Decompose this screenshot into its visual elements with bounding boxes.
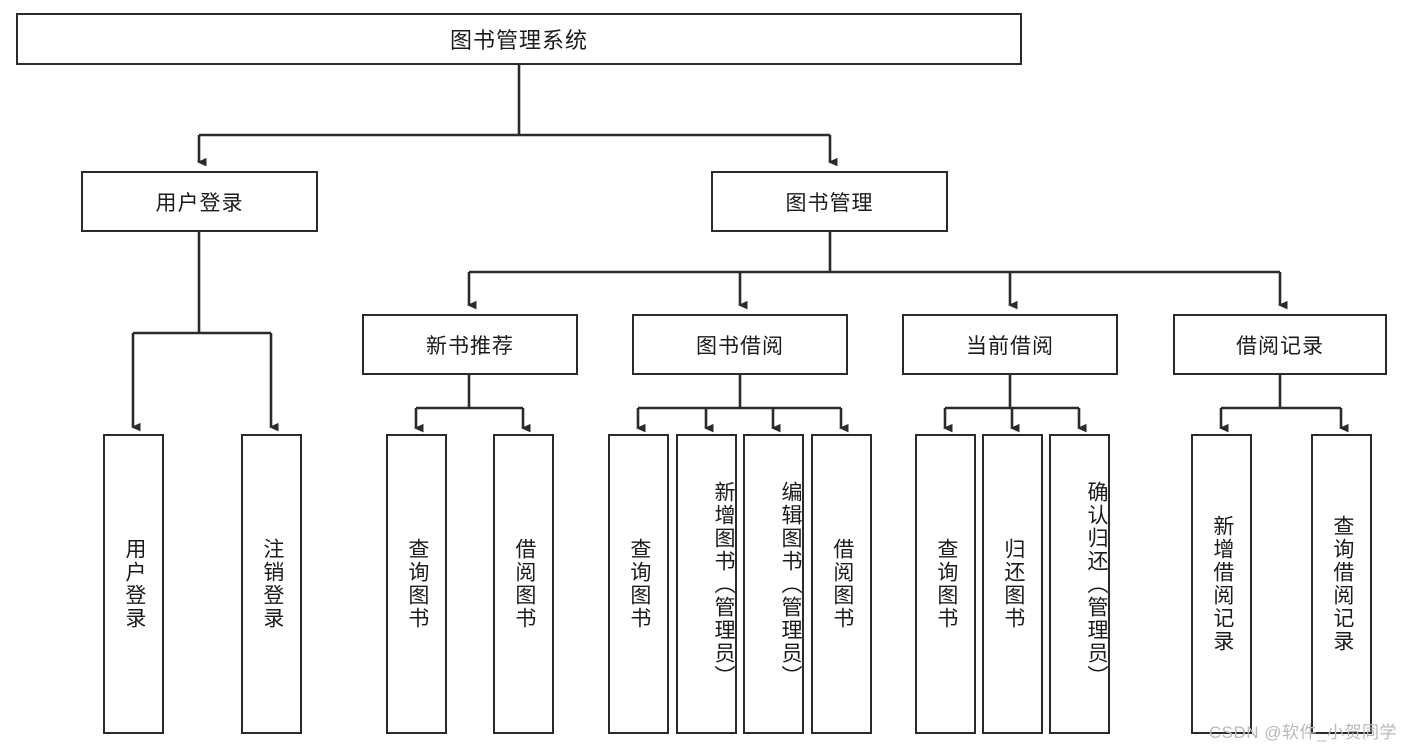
- node-user-login[interactable]: 用户登录: [81, 171, 318, 232]
- node-current-borrow[interactable]: 当前借阅: [902, 314, 1118, 375]
- node-label: 用户登录: [155, 191, 244, 215]
- node-label: 当前借阅: [966, 334, 1054, 358]
- node-label: 新书推荐: [426, 334, 514, 358]
- leaf-query-book-1[interactable]: 查询图书: [386, 434, 447, 734]
- node-book-borrow[interactable]: 图书借阅: [632, 314, 848, 375]
- node-new-book-recommend[interactable]: 新书推荐: [362, 314, 578, 375]
- leaf-borrow-book-2[interactable]: 借阅图书: [811, 434, 872, 734]
- node-label: 借阅图书: [512, 538, 536, 630]
- node-label: 编辑图书（管理员）: [779, 480, 802, 688]
- node-root-system[interactable]: 图书管理系统: [16, 13, 1022, 65]
- leaf-user-login[interactable]: 用户登录: [103, 434, 164, 734]
- node-label: 新增借阅记录: [1210, 515, 1234, 653]
- node-label: 图书管理: [785, 191, 874, 215]
- node-label: 图书借阅: [696, 334, 784, 358]
- node-label: 借阅记录: [1236, 334, 1324, 358]
- leaf-edit-book[interactable]: 编辑图书（管理员）: [743, 434, 804, 734]
- node-label: 查询图书: [627, 538, 651, 630]
- leaf-query-record[interactable]: 查询借阅记录: [1311, 434, 1372, 734]
- node-label: 归还图书: [1001, 538, 1025, 630]
- node-label: 确认归还（管理员）: [1085, 480, 1108, 688]
- node-borrow-record[interactable]: 借阅记录: [1173, 314, 1387, 375]
- leaf-query-book-3[interactable]: 查询图书: [915, 434, 976, 734]
- node-label: 查询借阅记录: [1330, 515, 1354, 653]
- leaf-add-book[interactable]: 新增图书（管理员）: [676, 434, 737, 734]
- node-label: 用户登录: [122, 538, 146, 630]
- node-book-manage[interactable]: 图书管理: [711, 171, 948, 232]
- leaf-logout[interactable]: 注销登录: [241, 434, 302, 734]
- node-label: 图书管理系统: [449, 28, 588, 53]
- watermark-text: CSDN @软件_小贺同学: [1208, 723, 1397, 742]
- node-label: 借阅图书: [830, 538, 854, 630]
- node-label: 查询图书: [405, 538, 429, 630]
- leaf-return-book[interactable]: 归还图书: [982, 434, 1043, 734]
- node-label: 查询图书: [934, 538, 958, 630]
- leaf-add-record[interactable]: 新增借阅记录: [1191, 434, 1252, 734]
- node-label: 新增图书（管理员）: [712, 480, 735, 688]
- leaf-confirm-return[interactable]: 确认归还（管理员）: [1049, 434, 1110, 734]
- leaf-borrow-book-1[interactable]: 借阅图书: [493, 434, 554, 734]
- node-label: 注销登录: [260, 538, 284, 630]
- leaf-query-book-2[interactable]: 查询图书: [608, 434, 669, 734]
